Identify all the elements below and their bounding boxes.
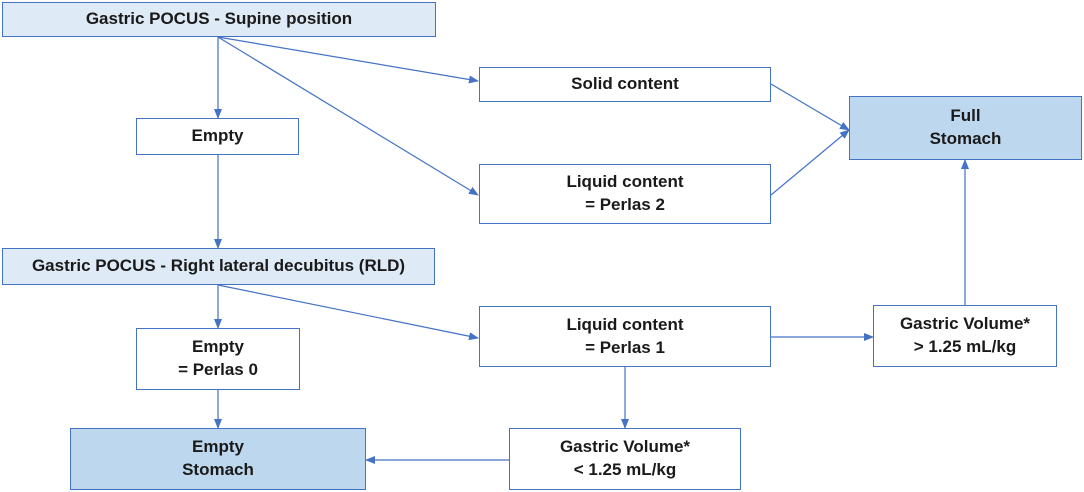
rld-position-box: Gastric POCUS - Right lateral decubitus …: [2, 248, 435, 285]
arrow-supine-to-liquid-p2: [217, 36, 479, 196]
empty-stomach-label: Empty Stomach: [182, 437, 254, 479]
supine-position-box: Gastric POCUS - Supine position: [2, 2, 436, 37]
empty-perlas-0-box: Empty = Perlas 0: [136, 328, 300, 390]
gastric-volume-low-box: Gastric Volume* < 1.25 mL/kg: [509, 428, 741, 490]
arrow-supine-to-solid: [217, 36, 479, 84]
liquid-content-perlas-1-label: Liquid content = Perlas 1: [566, 314, 684, 357]
rld-position-label: Gastric POCUS - Right lateral decubitus …: [31, 256, 406, 276]
arrow-solid-to-full: [770, 83, 850, 131]
empty-supine-box: Empty: [136, 118, 299, 155]
gastric-volume-low-label: Gastric Volume* < 1.25 mL/kg: [559, 437, 691, 479]
solid-content-box: Solid content: [479, 67, 771, 102]
liquid-content-perlas-1-box: Liquid content = Perlas 1: [479, 306, 771, 367]
empty-supine-label: Empty: [191, 126, 244, 146]
supine-position-label: Gastric POCUS - Supine position: [85, 9, 353, 29]
full-stomach-box: Full Stomach: [849, 96, 1082, 160]
arrow-liquid-p2-to-full: [770, 129, 850, 196]
gastric-volume-high-box: Gastric Volume* > 1.25 mL/kg: [873, 305, 1057, 367]
arrow-rld-to-liquid-p1: [217, 284, 479, 341]
full-stomach-label: Full Stomach: [929, 106, 1002, 148]
liquid-content-perlas-2-label: Liquid content = Perlas 2: [566, 172, 684, 214]
gastric-volume-high-label: Gastric Volume* > 1.25 mL/kg: [899, 314, 1031, 356]
liquid-content-perlas-2-box: Liquid content = Perlas 2: [479, 164, 771, 224]
solid-content-label: Solid content: [571, 74, 679, 94]
empty-perlas-0-label: Empty = Perlas 0: [178, 337, 258, 379]
empty-stomach-box: Empty Stomach: [70, 428, 366, 490]
